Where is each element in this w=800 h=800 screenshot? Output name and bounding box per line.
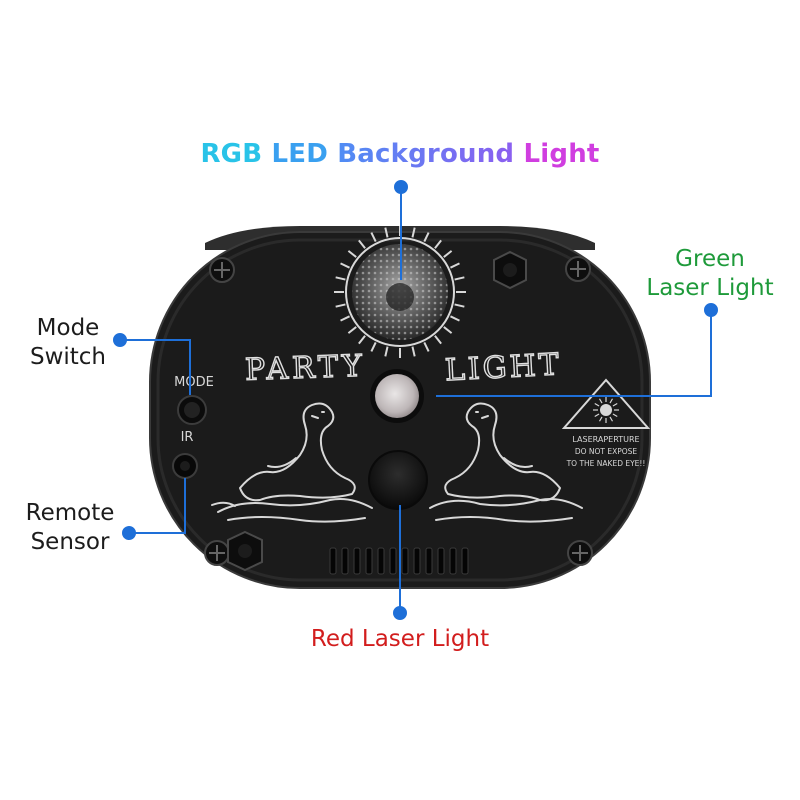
vent-slots <box>329 547 469 575</box>
vent-slot <box>377 547 385 575</box>
vent-slot <box>425 547 433 575</box>
callout-lines <box>113 180 718 620</box>
sun-ray <box>423 232 430 242</box>
logo-party-text: PARTY <box>244 349 366 388</box>
sun-ray <box>411 227 416 238</box>
sun-ray <box>434 335 442 345</box>
red-laser-aperture <box>368 450 428 510</box>
sun-ray <box>347 250 357 258</box>
title-part-background: Background <box>337 139 524 169</box>
sun-ray <box>340 315 350 322</box>
mode-switch-line1: Mode <box>36 315 100 341</box>
sun-ray <box>454 303 465 308</box>
warning-ray <box>598 398 603 404</box>
warning-ray <box>612 413 618 418</box>
seal-right-engraving <box>429 402 583 523</box>
party-light-logo: PARTY LIGHT <box>244 347 564 389</box>
vent-slot <box>365 547 373 575</box>
screw-top-right <box>565 256 591 282</box>
green-laser-label: Green Laser Light <box>625 245 795 303</box>
rgb-led-lens <box>352 244 448 340</box>
warning-line-2: DO NOT EXPOSE <box>575 447 638 456</box>
screw-bottom-left <box>204 540 230 566</box>
warning-ray <box>594 402 600 407</box>
sun-ray <box>370 232 377 242</box>
sun-ray <box>423 342 430 352</box>
warning-ray <box>598 416 603 422</box>
seal-left-engraving <box>211 402 373 523</box>
warning-line-3: TO THE NAKED EYE!! <box>566 459 646 468</box>
vent-slot <box>353 547 361 575</box>
green-laser-line2: Laser Light <box>646 275 774 301</box>
red-laser-label: Red Laser Light <box>310 626 490 652</box>
sun-ray <box>443 250 453 258</box>
ir-remote-sensor <box>172 453 198 479</box>
remote-sensor-label: Remote Sensor <box>14 499 126 557</box>
title-part-led: LED <box>271 139 338 169</box>
mode-switch-button[interactable] <box>177 395 207 425</box>
mode-switch-label: Mode Switch <box>18 314 118 372</box>
rgb-led-title: RGB LED Background Light <box>0 140 800 169</box>
vent-slot <box>461 547 469 575</box>
sun-ray <box>340 262 350 269</box>
logo-light-text: LIGHT <box>444 347 563 388</box>
sun-ray <box>358 335 366 345</box>
sun-ray <box>434 239 442 249</box>
mode-text: MODE <box>174 375 214 390</box>
hex-nut-bottom-left <box>227 530 263 572</box>
sun-ray <box>411 346 416 357</box>
hex-nut-top-right <box>493 250 527 290</box>
sun-ray <box>370 342 377 352</box>
sun-ray <box>384 346 389 357</box>
warning-line-1: LASERAPERTURE <box>572 435 639 444</box>
sun-ray <box>358 239 366 249</box>
title-part-rgb: RGB <box>200 139 272 169</box>
remote-sensor-line2: Sensor <box>30 529 110 555</box>
sun-engraving <box>334 226 466 358</box>
vent-slot <box>449 547 457 575</box>
vent-slot <box>413 547 421 575</box>
screw-bottom-right <box>567 540 593 566</box>
vent-slot <box>341 547 349 575</box>
ir-text: IR <box>181 430 194 445</box>
laser-warning-label: LASERAPERTURE DO NOT EXPOSE TO THE NAKED… <box>561 378 651 468</box>
title-part-light: Light <box>523 139 600 169</box>
screw-top-left <box>209 257 235 283</box>
vent-slot <box>389 547 397 575</box>
sun-ray <box>450 315 460 322</box>
sun-ray <box>443 326 453 334</box>
vent-slot <box>401 547 409 575</box>
sun-ray <box>335 303 346 308</box>
vent-slot <box>329 547 337 575</box>
green-laser-line1: Green <box>675 246 745 272</box>
remote-sensor-line1: Remote <box>25 500 115 526</box>
sun-ray <box>384 227 389 238</box>
sun-ray <box>450 262 460 269</box>
sun-ray <box>454 276 465 281</box>
warning-ray <box>609 398 614 404</box>
green-laser-aperture <box>370 369 424 423</box>
warning-ray <box>609 416 614 422</box>
sun-ray <box>347 326 357 334</box>
warning-ray <box>612 402 618 407</box>
vent-slot <box>437 547 445 575</box>
mode-switch-line2: Switch <box>29 344 107 370</box>
warning-ray <box>594 413 600 418</box>
sun-ray <box>335 276 346 281</box>
